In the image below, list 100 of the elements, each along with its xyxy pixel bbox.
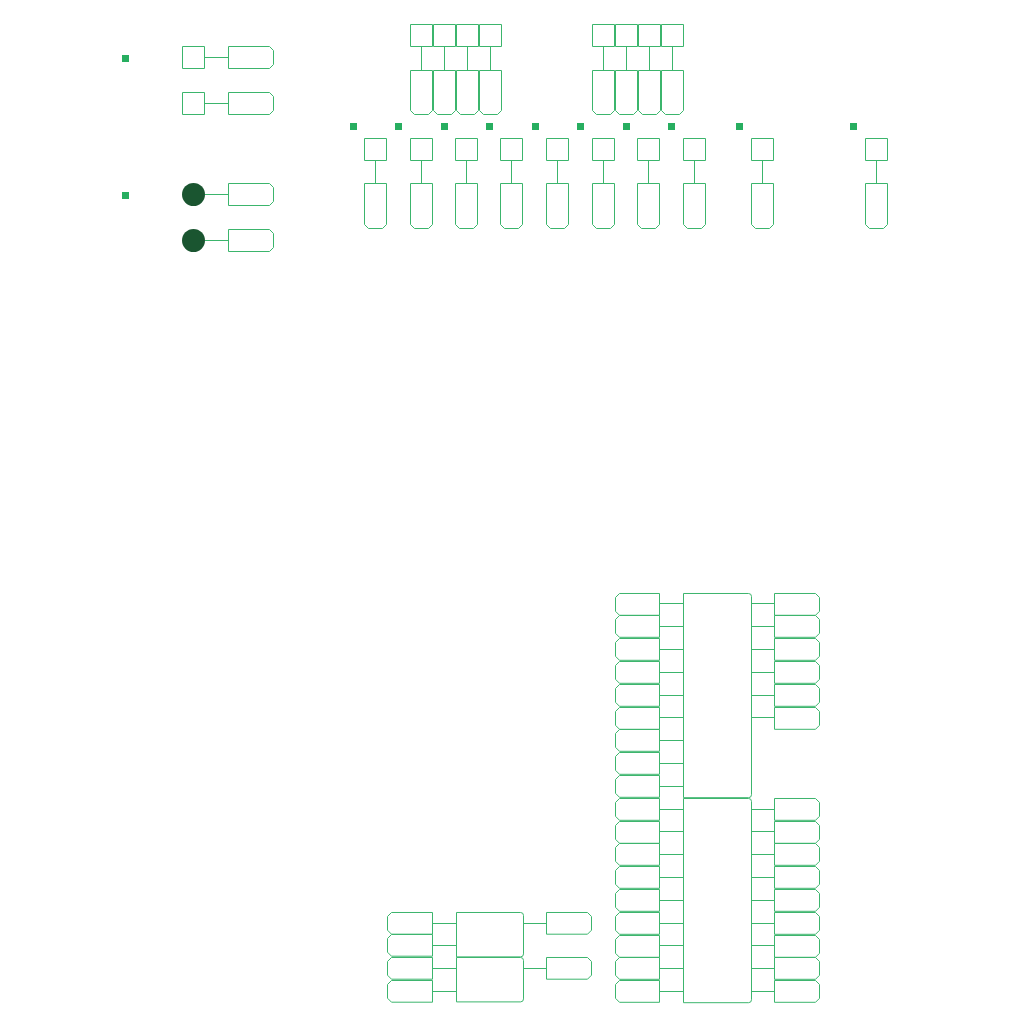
connector-line bbox=[751, 900, 775, 901]
process-box bbox=[456, 911, 524, 958]
tag-box bbox=[774, 592, 820, 616]
connector-line bbox=[659, 968, 684, 969]
tag-box bbox=[500, 183, 523, 229]
process-box bbox=[479, 24, 502, 47]
connector-line bbox=[603, 160, 604, 184]
connector-line bbox=[659, 786, 684, 787]
connector-line bbox=[659, 854, 684, 855]
connector-line bbox=[204, 194, 229, 195]
process-box bbox=[615, 24, 638, 47]
tag-box bbox=[455, 183, 478, 229]
tag-box bbox=[228, 92, 274, 115]
connector-line bbox=[694, 160, 695, 184]
connector-line bbox=[659, 809, 684, 810]
connector-line bbox=[649, 46, 650, 71]
tag-box bbox=[387, 934, 433, 958]
tag-box bbox=[683, 183, 706, 229]
connector-line bbox=[432, 923, 457, 924]
connector-line bbox=[659, 740, 684, 741]
tag-box bbox=[615, 797, 660, 821]
connector-line bbox=[626, 46, 627, 71]
connector-line bbox=[659, 877, 684, 878]
tag-box bbox=[615, 752, 660, 775]
tag-box bbox=[228, 183, 274, 206]
connector-line bbox=[421, 160, 422, 184]
connector-line bbox=[511, 160, 512, 184]
tag-box bbox=[615, 934, 660, 958]
tag-box bbox=[615, 957, 660, 981]
process-box bbox=[546, 138, 569, 161]
tag-box bbox=[615, 866, 660, 889]
process-box bbox=[683, 797, 752, 1003]
tag-box bbox=[456, 70, 479, 115]
tag-box bbox=[546, 183, 569, 229]
connector-line bbox=[659, 945, 684, 946]
process-box bbox=[456, 957, 524, 1003]
connector-line bbox=[659, 695, 684, 696]
process-box bbox=[683, 138, 706, 161]
filled-circle bbox=[182, 229, 205, 252]
connector-line bbox=[490, 46, 491, 71]
connector-line bbox=[659, 649, 684, 650]
tag-box bbox=[774, 980, 820, 1003]
process-box bbox=[751, 138, 774, 161]
tag-box bbox=[615, 843, 660, 867]
tag-box bbox=[479, 70, 502, 115]
connector-line bbox=[432, 945, 457, 946]
process-box bbox=[637, 138, 660, 161]
connector-line bbox=[751, 968, 775, 969]
connector-line bbox=[659, 626, 684, 627]
connector-line bbox=[751, 649, 775, 650]
tag-box bbox=[774, 911, 820, 935]
connector-line bbox=[876, 160, 877, 184]
tag-box bbox=[615, 592, 660, 616]
connector-line bbox=[751, 991, 775, 992]
connector-line bbox=[523, 968, 547, 969]
connector-line bbox=[751, 626, 775, 627]
process-box bbox=[592, 24, 615, 47]
connector-line bbox=[204, 57, 229, 58]
connector-line bbox=[467, 46, 468, 71]
connector-line bbox=[751, 945, 775, 946]
connector-line bbox=[751, 717, 775, 718]
connector-line bbox=[751, 603, 775, 604]
tag-box bbox=[615, 911, 660, 935]
process-box bbox=[661, 24, 684, 47]
connector-line bbox=[375, 160, 376, 184]
tag-box bbox=[774, 706, 820, 730]
connector-line bbox=[659, 603, 684, 604]
tag-box bbox=[615, 683, 660, 707]
tag-box bbox=[410, 70, 433, 115]
tag-box bbox=[615, 820, 660, 844]
connector-line bbox=[659, 672, 684, 673]
tag-box bbox=[433, 70, 456, 115]
process-box bbox=[865, 138, 888, 161]
tag-box bbox=[546, 911, 592, 935]
tag-box bbox=[615, 706, 660, 730]
connector-line bbox=[751, 923, 775, 924]
tag-box bbox=[615, 660, 660, 684]
connector-line bbox=[523, 923, 547, 924]
tag-box bbox=[615, 774, 660, 798]
tag-box bbox=[387, 911, 433, 935]
connector-line bbox=[659, 900, 684, 901]
connector-line bbox=[204, 240, 229, 241]
tag-box bbox=[751, 183, 774, 229]
tag-box bbox=[774, 866, 820, 889]
connector-line bbox=[421, 46, 422, 71]
connector-line bbox=[557, 160, 558, 184]
tag-box bbox=[774, 843, 820, 867]
process-box bbox=[455, 138, 478, 161]
connector-line bbox=[659, 831, 684, 832]
tag-box bbox=[615, 70, 638, 115]
tag-box bbox=[661, 70, 684, 115]
tag-box bbox=[865, 183, 888, 229]
process-box bbox=[500, 138, 523, 161]
connector-line bbox=[603, 46, 604, 71]
process-box bbox=[456, 24, 479, 47]
tag-box bbox=[615, 638, 660, 661]
connector-line bbox=[648, 160, 649, 184]
connector-line bbox=[432, 968, 457, 969]
tag-box bbox=[615, 729, 660, 753]
process-box bbox=[410, 138, 433, 161]
